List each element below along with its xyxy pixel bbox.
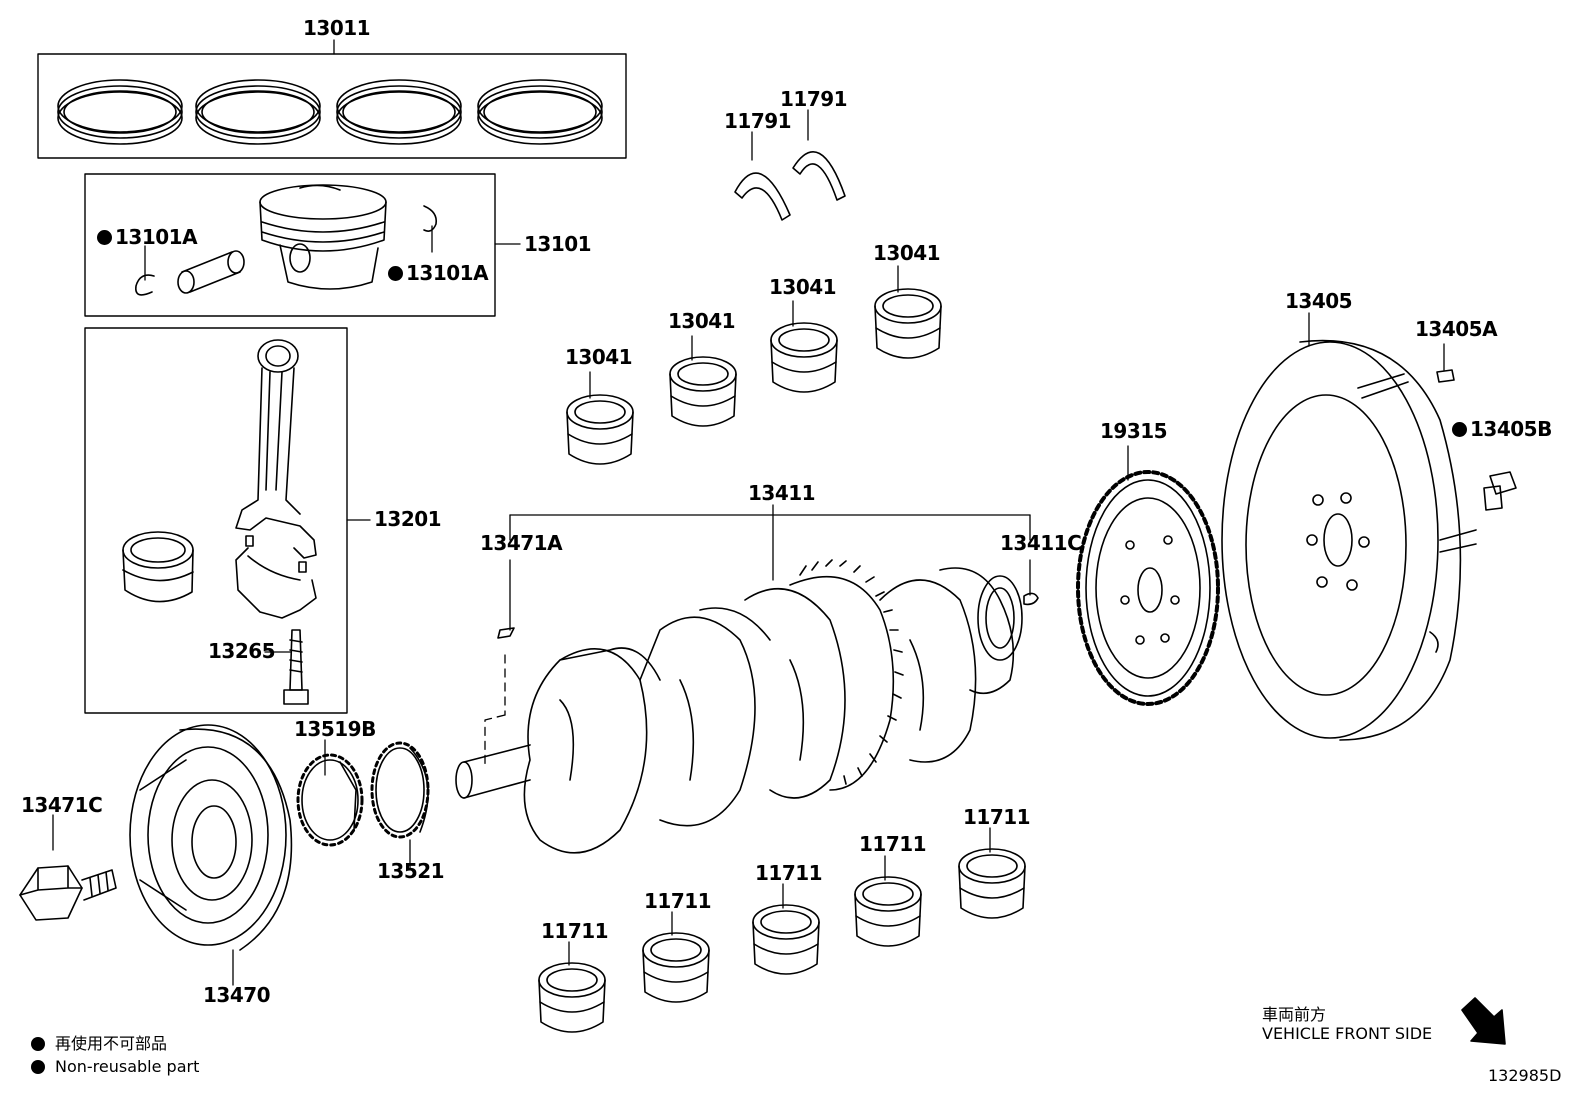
timing-rotor-icon xyxy=(1076,470,1220,706)
part-label-13041-4: 13041 xyxy=(873,241,941,265)
part-label-13405: 13405 xyxy=(1285,289,1353,313)
part-label-11711-4: 11711 xyxy=(859,832,927,856)
rod-bearing-left-icon xyxy=(122,531,194,603)
part-label-text: 13101A xyxy=(406,261,489,285)
part-label-13041-2: 13041 xyxy=(668,309,736,333)
vehicle-front-label-jp: 車両前方 xyxy=(1262,1005,1327,1024)
piston-rings-icon xyxy=(57,79,603,145)
part-label-11711-3: 11711 xyxy=(755,861,823,885)
flywheel-bolt-icon xyxy=(1483,471,1517,511)
part-label-13041-1: 13041 xyxy=(565,345,633,369)
non-reusable-marker-icon xyxy=(97,230,112,245)
part-label-13470: 13470 xyxy=(203,983,271,1007)
part-label-text: 13405B xyxy=(1470,417,1552,441)
part-label-19315: 19315 xyxy=(1100,419,1168,443)
snap-ring-left-icon xyxy=(135,274,155,296)
part-label-13519b: 13519B xyxy=(294,717,376,741)
part-label-11791-left: 11791 xyxy=(724,109,792,133)
part-label-13201: 13201 xyxy=(374,507,442,531)
sprocket-13521-icon xyxy=(370,741,430,839)
filled-circle-icon xyxy=(31,1060,45,1074)
part-label-13405a: 13405A xyxy=(1415,317,1498,341)
diagram-reference-number: 132985D xyxy=(1488,1066,1562,1085)
part-label-13101a-right: 13101A xyxy=(388,261,489,285)
crank-pulley-icon xyxy=(129,724,293,951)
piston-group-box xyxy=(84,173,496,317)
part-label-13011: 13011 xyxy=(303,16,371,40)
part-label-13471a: 13471A xyxy=(480,531,563,555)
non-reusable-marker-icon xyxy=(388,266,403,281)
part-label-13411: 13411 xyxy=(748,481,816,505)
non-reusable-marker-icon xyxy=(1452,422,1467,437)
main-bearing-shells-icon xyxy=(538,848,1026,1033)
part-label-13265: 13265 xyxy=(208,639,276,663)
sprocket-13519b-icon xyxy=(296,753,364,847)
part-label-11711-5: 11711 xyxy=(963,805,1031,829)
legend-item-en: Non-reusable part xyxy=(31,1057,199,1076)
crankshaft-icon xyxy=(455,559,1039,854)
part-label-text: 13101A xyxy=(115,225,198,249)
part-label-11711-2: 11711 xyxy=(644,889,712,913)
filled-circle-icon xyxy=(31,1037,45,1051)
part-label-11711-1: 11711 xyxy=(541,919,609,943)
flywheel-icon xyxy=(1221,339,1477,741)
part-label-13521: 13521 xyxy=(377,859,445,883)
snap-ring-right-icon xyxy=(423,205,438,232)
part-label-11791-right: 11791 xyxy=(780,87,848,111)
rod-bearing-shells-icon xyxy=(566,288,942,465)
part-label-13471c: 13471C xyxy=(21,793,103,817)
arrow-down-right-icon xyxy=(1461,997,1506,1045)
part-label-13041-3: 13041 xyxy=(769,275,837,299)
connecting-rod-icon xyxy=(235,339,317,619)
rod-bolt-icon xyxy=(283,629,309,705)
legend-text-jp: 再使用不可部品 xyxy=(55,1034,168,1053)
leader-lines xyxy=(52,39,1445,986)
pulley-bolt-icon xyxy=(19,865,117,921)
legend-item-jp: 再使用不可部品 xyxy=(31,1030,167,1054)
legend-text-en: Non-reusable part xyxy=(55,1057,200,1076)
rings-group-box xyxy=(37,53,627,159)
vehicle-front-label-en: VEHICLE FRONT SIDE xyxy=(1262,1024,1433,1043)
flywheel-pin-icon xyxy=(1436,369,1455,383)
piston-icon xyxy=(259,184,387,290)
part-label-13101a-left: 13101A xyxy=(97,225,198,249)
piston-pin-icon xyxy=(177,250,245,294)
part-label-13405b: 13405B xyxy=(1452,418,1552,440)
thrust-washer-icon xyxy=(734,151,846,221)
part-label-13411c: 13411C xyxy=(1000,531,1082,555)
part-label-13101: 13101 xyxy=(524,232,592,256)
